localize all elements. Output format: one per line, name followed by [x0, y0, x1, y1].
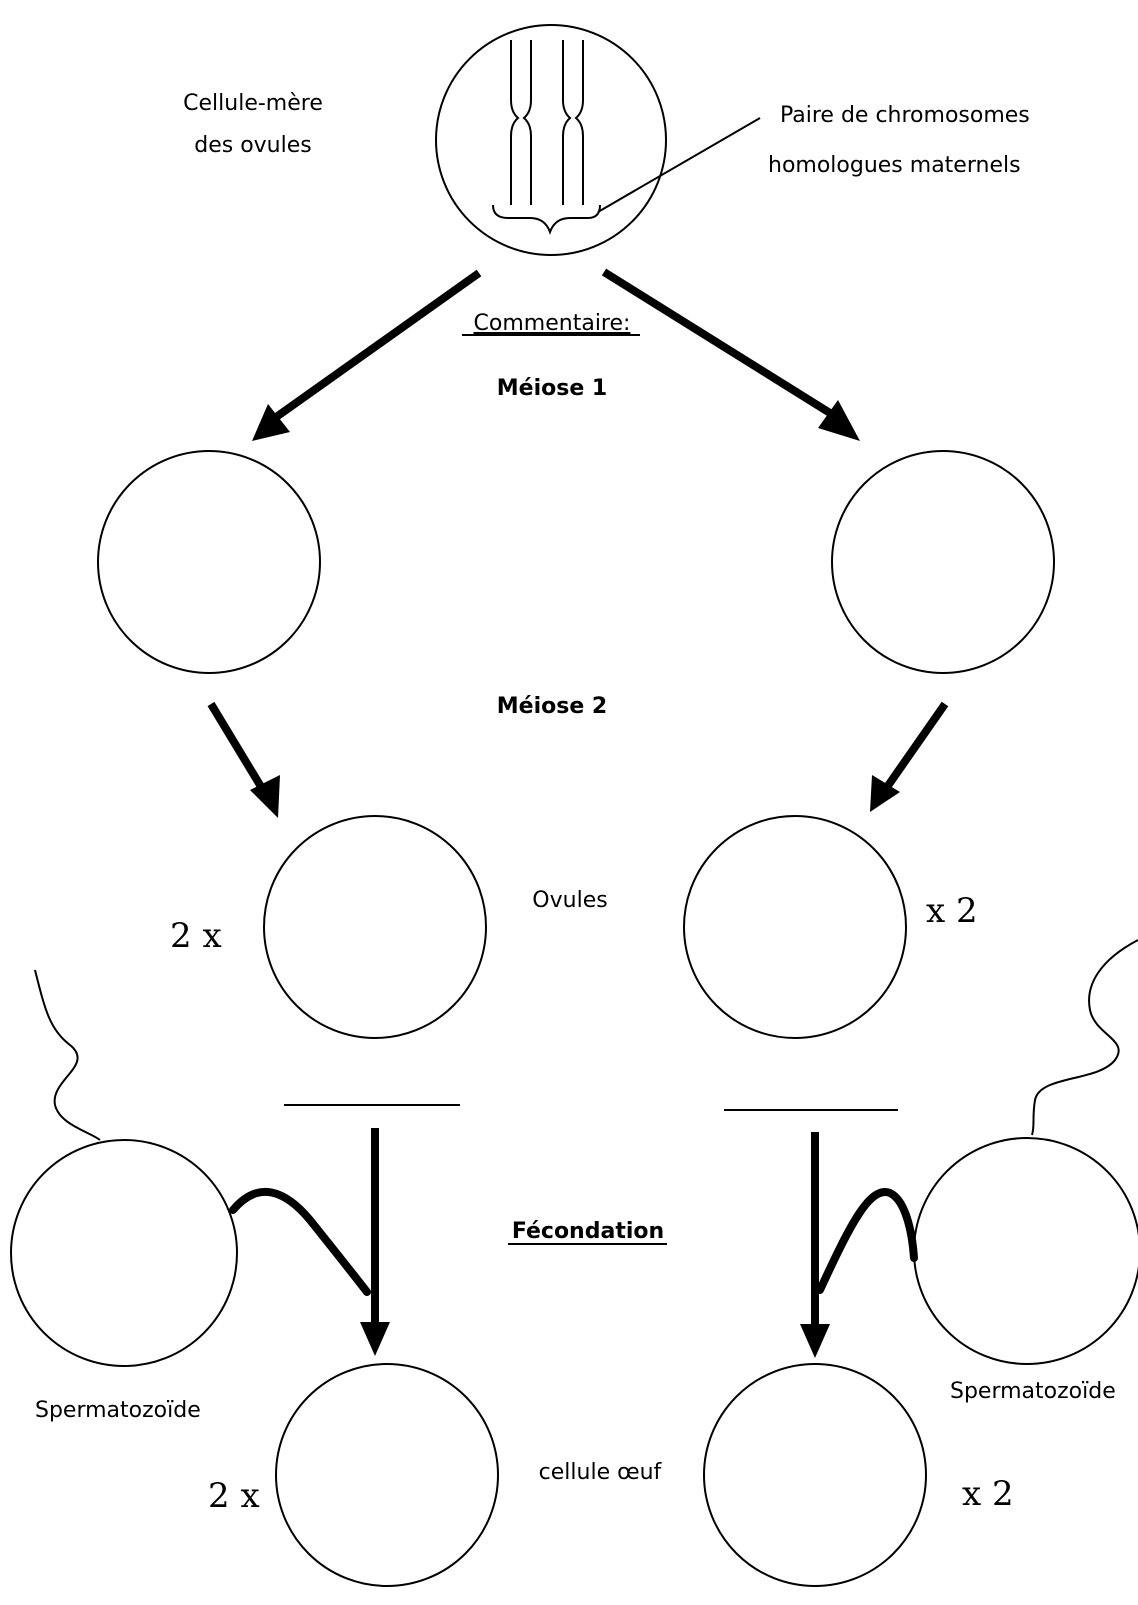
mother-cell-label-line2: des ovules: [194, 133, 312, 158]
egg-right-multiplier: x 2: [962, 1474, 1014, 1514]
chromosome-pair-label-line2: homologues maternels: [768, 153, 1021, 178]
arrow-fecondation-left-head: [360, 1322, 390, 1356]
arrow-meiose2-left-head: [250, 775, 280, 818]
egg-cell-right: [703, 1363, 927, 1587]
sperm-tail-left: [34, 969, 101, 1141]
arrow-meiose2-right: [881, 701, 949, 793]
ovule-right-multiplier: x 2: [926, 891, 978, 931]
ovule-left-multiplier: 2 x: [170, 916, 222, 956]
spermatozoide-left-label: Spermatozoïde: [35, 1398, 201, 1423]
arrow-meiose1-right: [601, 268, 841, 422]
sperm-fusion-curve-right: [816, 1188, 918, 1294]
commentaire-label: Commentaire:: [474, 311, 631, 336]
chromosome-pair-label-line1: Paire de chromosomes: [780, 103, 1030, 128]
fecondation-label: Fécondation: [512, 1219, 664, 1244]
meiose1-label: Méiose 1: [497, 376, 607, 401]
chromosome-brace: [492, 204, 601, 235]
chromosome-leader-line: [597, 117, 761, 213]
arrow-meiose1-left: [269, 269, 482, 424]
daughter-cell-right: [831, 450, 1055, 674]
daughter-cell-left: [97, 450, 321, 674]
ovules-label: Ovules: [532, 888, 607, 913]
ovule-right: [683, 815, 907, 1039]
ovule-left: [263, 815, 487, 1039]
arrow-meiose1-left-head: [252, 404, 290, 441]
arrow-meiose2-left: [207, 701, 270, 798]
arrow-meiose2-right-head: [870, 775, 900, 812]
sperm-tail-right: [1031, 939, 1138, 1136]
egg-left-multiplier: 2 x: [208, 1476, 260, 1516]
egg-cell-left: [275, 1363, 499, 1587]
spermatozoide-right-label: Spermatozoïde: [950, 1379, 1116, 1404]
cellule-oeuf-label: cellule œuf: [539, 1460, 663, 1485]
sperm-fusion-curve-left: [229, 1188, 371, 1296]
sperm-head-right: [913, 1137, 1138, 1365]
sperm-head-left: [10, 1139, 238, 1367]
arrow-fecondation-right-head: [800, 1324, 830, 1358]
arrow-meiose1-right-head: [818, 400, 860, 441]
meiose2-label: Méiose 2: [497, 694, 607, 719]
mother-cell: [435, 24, 667, 256]
chromosome-pair-drawing: [510, 40, 584, 205]
mother-cell-label-line1: Cellule-mère: [183, 91, 323, 116]
